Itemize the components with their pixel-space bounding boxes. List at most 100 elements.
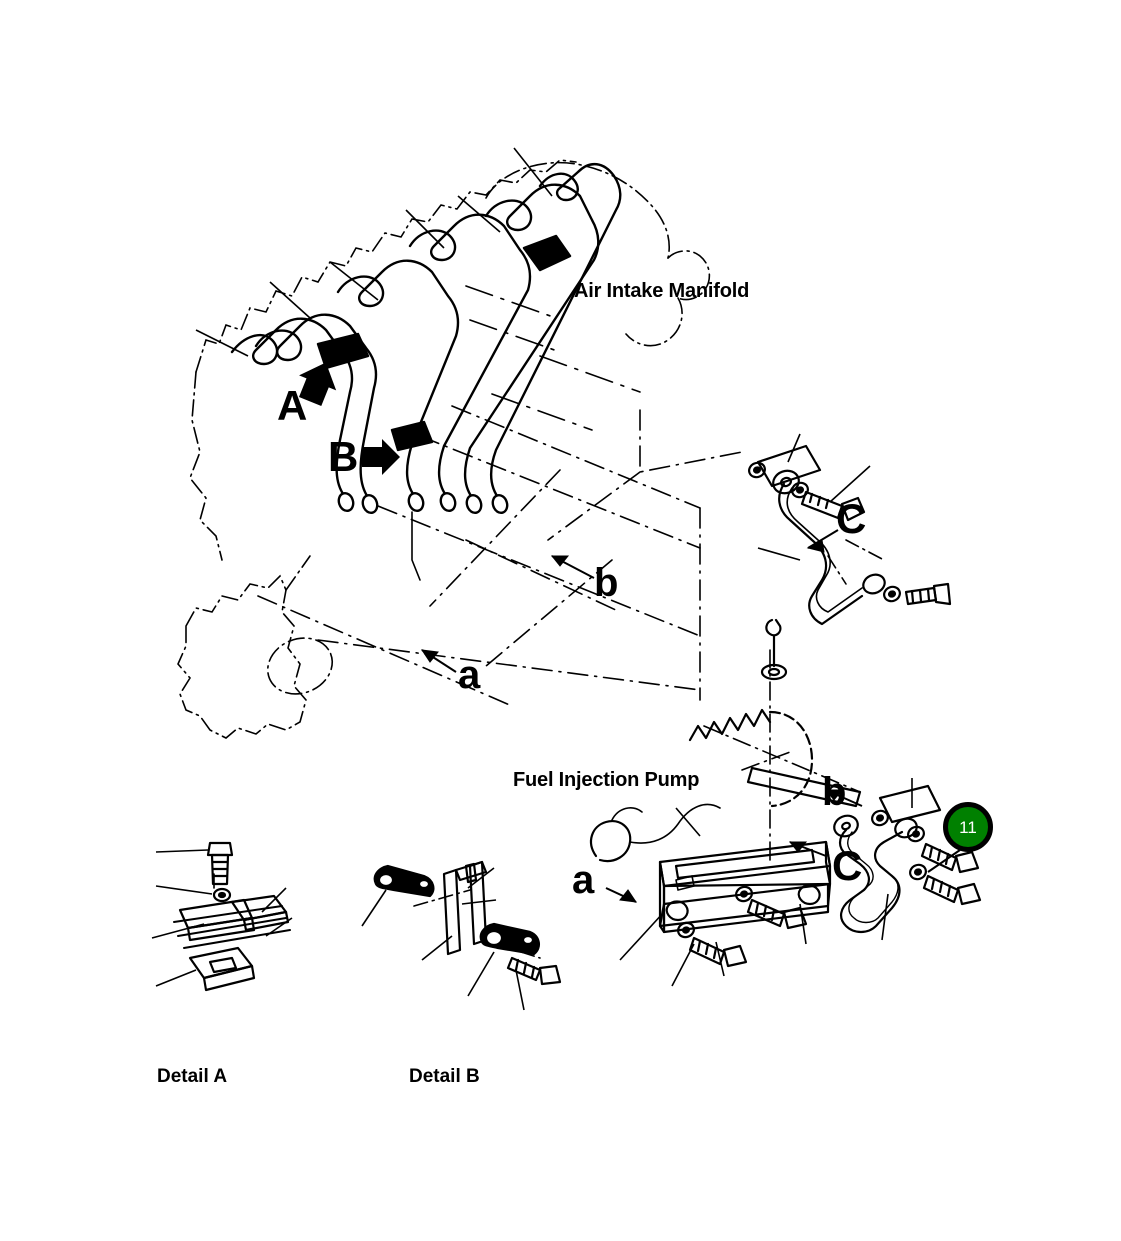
washer-right-2 xyxy=(907,825,925,843)
pump-stud-washer-bore xyxy=(767,667,781,677)
fuel-return-pipe-inner xyxy=(786,487,863,613)
leader-line-bolt-lower-1 xyxy=(671,943,695,987)
construction-box-diag-2 xyxy=(377,505,701,637)
pipe-clamp-mid xyxy=(316,332,370,370)
leader-line-upipe xyxy=(881,893,889,941)
bracket-boss-right xyxy=(797,884,821,906)
fuel-pipe-6 xyxy=(489,163,622,502)
detail-b-rail-left xyxy=(442,868,462,956)
construction-box-diag-3 xyxy=(451,405,701,509)
bracket-boss-left xyxy=(665,900,689,922)
detail-b-rail-tab xyxy=(464,862,478,884)
part-highlight-badge-11[interactable]: 11 xyxy=(943,802,993,852)
fuel-pipe-5 xyxy=(463,183,600,502)
detail-a-washer xyxy=(212,887,232,903)
washer-right-3 xyxy=(909,863,927,881)
construction-box-diag-4 xyxy=(317,639,701,691)
leader-line-injector-2 xyxy=(269,281,311,319)
leader-line-detail-a-clamp xyxy=(151,923,205,939)
arrow-left-a-upper xyxy=(420,649,457,673)
washer-right-3-bore xyxy=(913,868,923,876)
washer-right-1-bore xyxy=(875,814,885,822)
badge-leader-line xyxy=(927,849,961,873)
pump-clip xyxy=(675,875,695,891)
leader-line-detail-a-pipe-2 xyxy=(265,917,293,937)
pump-body xyxy=(768,710,814,808)
leader-line-detail-a-washer xyxy=(155,885,213,895)
detail-b-clamp-right-eye2 xyxy=(521,934,535,946)
callout-letter-a-lower: a xyxy=(572,858,595,902)
leader-line-injector-6 xyxy=(513,147,553,197)
pipe-clamp-lower xyxy=(390,420,434,452)
u-pipe-eye-left xyxy=(833,814,859,838)
leader-line-pump-body xyxy=(675,807,701,837)
detail-b-clamp-left xyxy=(373,864,435,898)
detail-b-leader-lines xyxy=(361,867,525,1011)
construction-box-diag-5 xyxy=(257,595,513,707)
label-detail-b: Detail B xyxy=(409,1066,480,1087)
fuel-pipe-2 xyxy=(254,313,378,502)
bracket-bolt-2 xyxy=(735,885,808,930)
pump-flange-bar xyxy=(746,766,862,808)
detail-b-clamp-left-eye2 xyxy=(417,878,431,890)
banjo-bolt-upper-2 xyxy=(904,582,952,606)
fuel-pipe-4 xyxy=(408,213,532,500)
bundle-drop-line xyxy=(411,511,421,581)
callout-letter-c-upper: C xyxy=(836,495,867,542)
construction-box-diag-8 xyxy=(465,539,621,613)
leader-line-bolt-lower-3 xyxy=(799,903,807,945)
leader-line-detail-b-bracket xyxy=(421,935,453,961)
label-detail-a: Detail A xyxy=(157,1066,228,1087)
detail-b-clamp-left-eye xyxy=(377,872,395,888)
nozzle-tip-6 xyxy=(491,493,509,515)
washer-upper-3 xyxy=(883,585,901,603)
washer-right-2-bore xyxy=(911,830,921,838)
lower-right-leader-lines xyxy=(619,778,913,987)
arrow-right-icon xyxy=(362,439,400,475)
detail-b-bolt xyxy=(506,956,562,986)
arrow-left-c-lower xyxy=(788,841,827,857)
manifold-hatch-1 xyxy=(465,285,557,319)
washer-upper-2-bore xyxy=(795,486,805,494)
washer-upper-3-bore xyxy=(887,590,897,598)
washer-upper-2 xyxy=(791,481,809,499)
u-fuel-pipe xyxy=(838,828,904,934)
detail-b-clamp-right-eye xyxy=(484,929,504,947)
detail-b-centerline-1 xyxy=(413,889,471,907)
u-fuel-pipe-inner xyxy=(847,831,899,924)
detail-a-leader-lines xyxy=(151,849,293,987)
leader-line-injector-5 xyxy=(457,195,501,233)
pump-housing-left xyxy=(589,820,632,863)
pump-body-centerline xyxy=(703,725,861,793)
timing-cover-outline xyxy=(177,574,307,739)
pump-stud-washer xyxy=(760,663,788,681)
engine-head-outline xyxy=(195,159,577,373)
leader-line-detail-b-clamp-right xyxy=(467,951,495,997)
detail-a-clamp-upper-face xyxy=(242,910,290,932)
detail-a-pipe-2 xyxy=(177,917,287,937)
upper-right-centerline-2 xyxy=(827,555,847,585)
arrow-left-c-upper xyxy=(806,529,839,553)
timing-cover-upper-edge xyxy=(285,555,311,591)
timing-cover-bore xyxy=(266,637,334,695)
detail-a-bolt xyxy=(206,841,234,886)
leader-line-detail-b-rail-2 xyxy=(461,899,497,905)
manifold-hatch-2 xyxy=(469,319,561,353)
bracket-frame-inner xyxy=(674,848,816,880)
detail-a-clamp-body-face xyxy=(186,916,256,942)
pump-housing-contour xyxy=(629,803,721,844)
pump-housing-left-inner xyxy=(611,807,643,821)
leader-line-detail-a-lower xyxy=(155,969,197,987)
upper-right-centerline xyxy=(845,539,885,561)
manifold-hatch-3 xyxy=(491,393,593,431)
pump-axis-centerline xyxy=(741,751,791,771)
injector-leader-lines xyxy=(195,147,553,357)
fuel-return-pipe xyxy=(778,482,864,626)
arrow-left-b-upper xyxy=(550,555,595,579)
